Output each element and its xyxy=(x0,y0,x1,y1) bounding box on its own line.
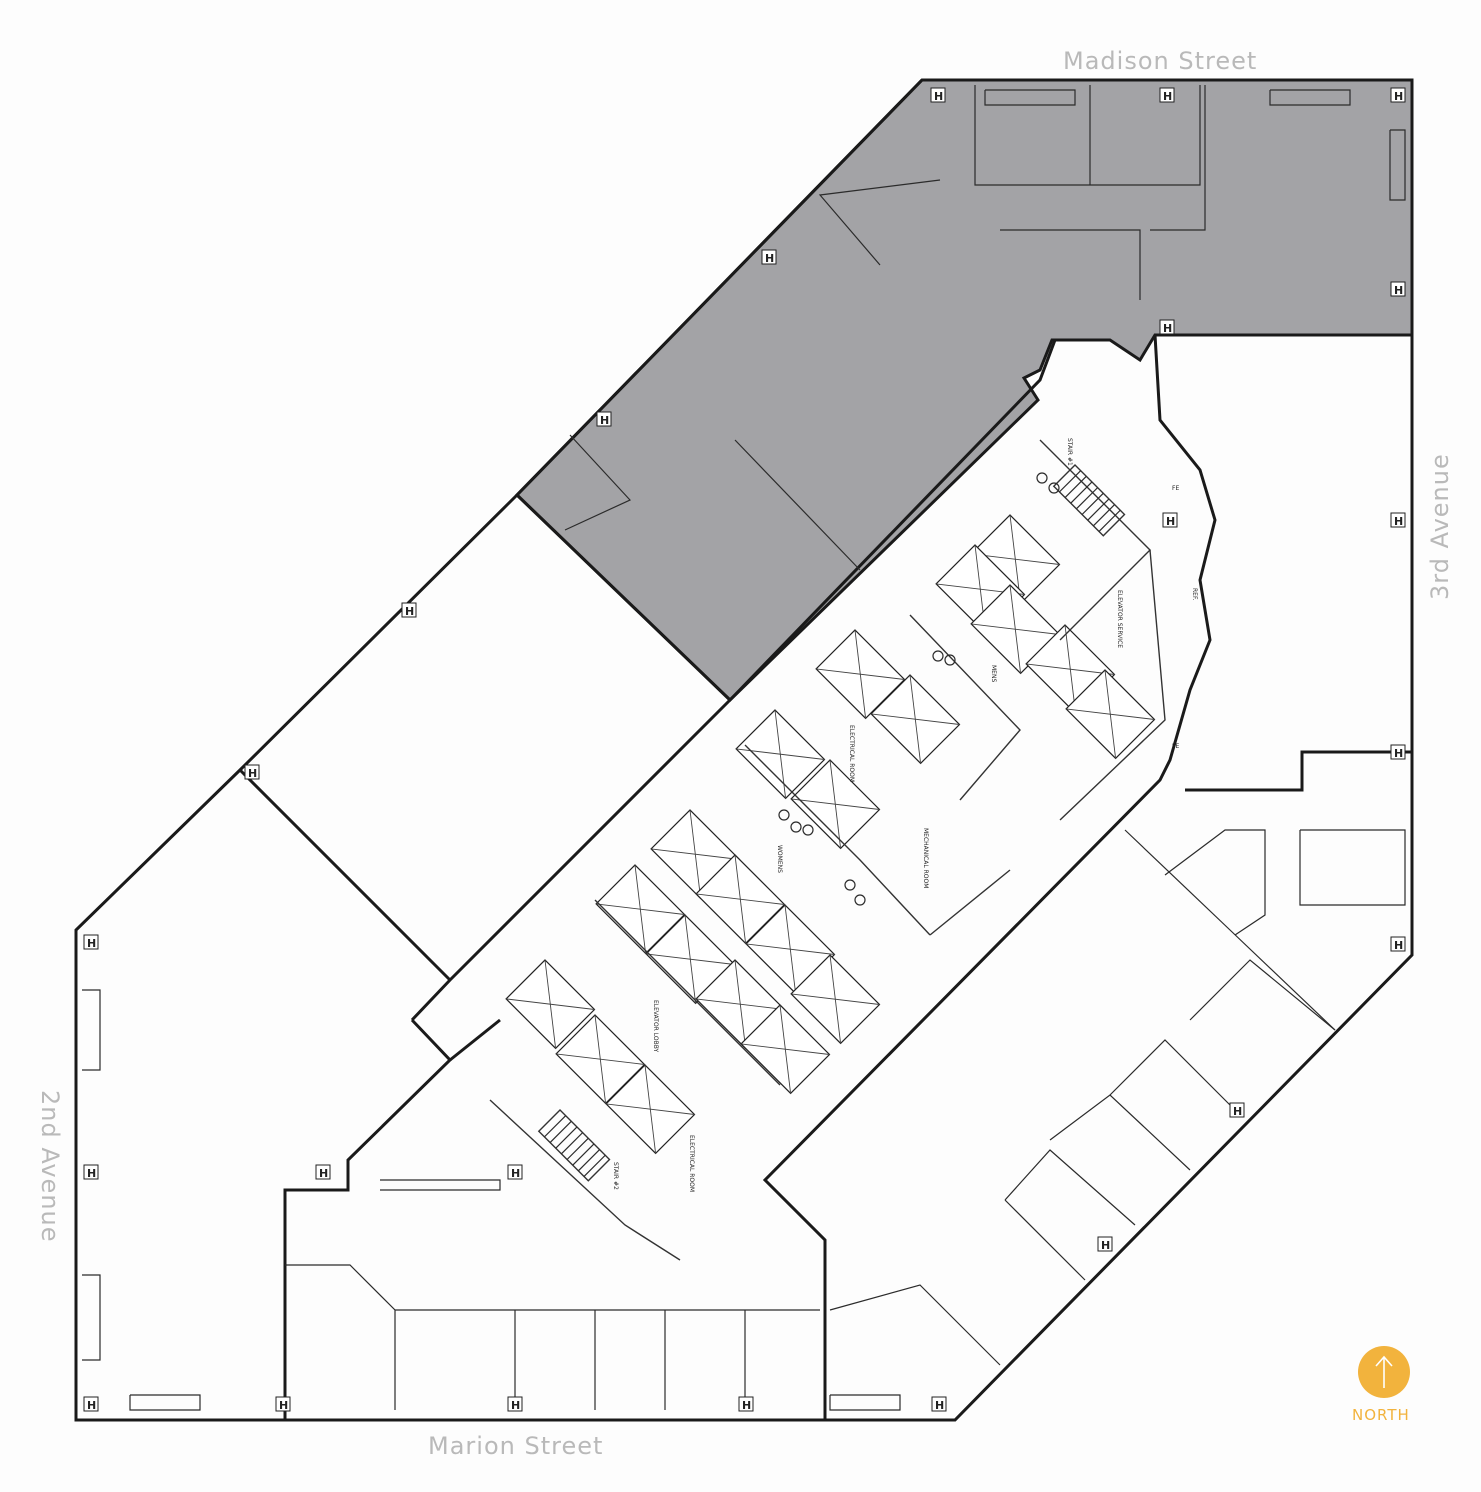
label-ref: REF. xyxy=(1191,588,1198,600)
leased-suite-partitions xyxy=(564,85,1406,571)
label-mens: MENS xyxy=(990,665,997,682)
compass-label: NORTH xyxy=(1352,1406,1410,1424)
core-outlines xyxy=(489,439,1166,1261)
southwest-partitions xyxy=(82,989,820,1411)
svg-text:H: H xyxy=(1163,90,1172,103)
label-stair-1: STAIR #1 xyxy=(1066,438,1073,466)
svg-text:H: H xyxy=(279,1399,288,1412)
svg-text:H: H xyxy=(248,767,257,780)
elevator-bank-north xyxy=(935,514,1156,760)
label-elevator-lobby: ELEVATOR LOBBY xyxy=(652,1000,659,1053)
svg-text:H: H xyxy=(511,1399,520,1412)
demising-wall-west xyxy=(515,493,732,702)
elevator-bank-south xyxy=(595,809,881,1095)
svg-text:H: H xyxy=(1101,1239,1110,1252)
label-electrical-1: ELECTRICAL ROOM xyxy=(848,725,855,782)
svg-text:H: H xyxy=(87,1167,96,1180)
building-outline xyxy=(74,78,1414,1422)
svg-text:H: H xyxy=(1163,322,1172,335)
svg-text:H: H xyxy=(600,414,609,427)
svg-text:H: H xyxy=(1394,747,1403,760)
label-womens: WOMENS xyxy=(776,845,783,873)
street-label-east: 3rd Avenue xyxy=(1426,453,1454,600)
east-suite-wall xyxy=(1185,750,1412,792)
label-fe-2: FE xyxy=(1172,743,1179,750)
demising-wall-center xyxy=(238,768,452,982)
svg-text:H: H xyxy=(1233,1105,1242,1118)
elevator-bank-southwest xyxy=(505,959,696,1155)
svg-text:H: H xyxy=(934,90,943,103)
svg-text:H: H xyxy=(765,252,774,265)
svg-text:H: H xyxy=(1394,939,1403,952)
svg-text:H: H xyxy=(742,1399,751,1412)
svg-text:H: H xyxy=(1394,515,1403,528)
label-stair-2: STAIR #2 xyxy=(612,1162,619,1190)
stair-2-graphic xyxy=(537,1109,611,1182)
svg-text:H: H xyxy=(1394,90,1403,103)
elevator-bank-middle xyxy=(735,629,961,850)
street-label-north: Madison Street xyxy=(1063,47,1257,75)
stair-1-graphic xyxy=(1052,464,1126,537)
heater-markers: H H H H H H H H H H H H H H H H H H H H … xyxy=(83,87,1406,1412)
svg-text:H: H xyxy=(87,937,96,950)
label-elevator-service: ELEVATOR SERVICE xyxy=(1116,590,1123,648)
core-east-wall xyxy=(762,334,1217,1420)
svg-text:H: H xyxy=(935,1399,944,1412)
label-fe-1: FE xyxy=(1172,485,1179,492)
svg-text:H: H xyxy=(511,1167,520,1180)
svg-text:H: H xyxy=(87,1399,96,1412)
street-label-west: 2nd Avenue xyxy=(36,1090,64,1243)
core-south-wall xyxy=(449,1018,501,1062)
core-southwest-wall xyxy=(283,1018,453,1420)
svg-text:H: H xyxy=(1166,515,1175,528)
core-west-wall xyxy=(410,339,1057,1022)
southeast-partitions xyxy=(829,829,1406,1411)
mens-restroom-fixtures xyxy=(932,472,1060,666)
svg-text:H: H xyxy=(405,605,414,618)
label-electrical-2: ELECTRICAL ROOM xyxy=(688,1135,695,1192)
north-compass: NORTH xyxy=(1352,1346,1410,1424)
label-mechanical: MECHANICAL ROOM xyxy=(922,828,929,888)
svg-text:H: H xyxy=(319,1167,328,1180)
svg-text:H: H xyxy=(1394,284,1403,297)
womens-restroom-fixtures xyxy=(778,809,866,906)
street-label-south: Marion Street xyxy=(428,1432,603,1460)
